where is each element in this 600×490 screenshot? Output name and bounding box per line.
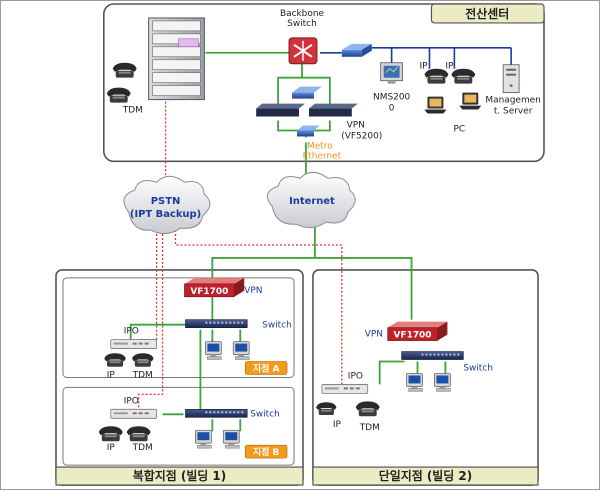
branch-b-badge xyxy=(244,444,288,459)
switch-label: Switch xyxy=(463,363,493,373)
switch-icon xyxy=(184,408,248,418)
internet-cloud: Internet xyxy=(266,171,356,229)
vpn-model-label: (VF5200) xyxy=(341,131,382,141)
branch-a-badge-text: 지점 A xyxy=(253,362,280,374)
management-server-icon xyxy=(502,64,520,94)
management-server-label: t. Server xyxy=(494,107,533,117)
nms-monitor-icon xyxy=(380,62,403,84)
vpn-device-label: VF1700 xyxy=(394,331,432,341)
pc-icon xyxy=(222,429,240,449)
pstn-label: (IPT Backup) xyxy=(130,209,201,220)
ipo-icon xyxy=(110,408,158,419)
tdm-label: TDM xyxy=(132,443,153,453)
ip-label: IP xyxy=(333,420,342,430)
ip-phone-label: IP xyxy=(445,62,454,72)
vpn-device-label: VF1700 xyxy=(190,287,228,297)
switch-label: Switch xyxy=(262,321,292,331)
ipo-label: IPO xyxy=(124,327,139,337)
pc-icon xyxy=(232,341,250,361)
blue-links xyxy=(319,47,512,69)
pc-label: PC xyxy=(454,124,466,134)
vpn-device-icon xyxy=(387,321,448,341)
pstn-label: PSTN xyxy=(151,196,181,207)
single-branch-title: 단일지점 (빌딩 2) xyxy=(379,468,472,483)
ipo-label: IPO xyxy=(348,371,363,381)
single-branch-panel: 단일지점 (빌딩 2) xyxy=(312,269,539,486)
vpn-label: VPN xyxy=(244,286,262,296)
switch-icon xyxy=(184,319,248,329)
vpn-device-icon xyxy=(184,277,245,298)
ipo-label: IPO xyxy=(124,396,139,406)
backbone-switch-label: Backbone xyxy=(280,9,325,19)
data-center-panel: 전산센터 xyxy=(103,3,545,163)
backbone-switch-icon xyxy=(288,37,318,65)
tdm-label: TDM xyxy=(359,423,380,433)
switch-label: Switch xyxy=(250,409,280,419)
laptop-icon xyxy=(459,92,482,110)
nms-label: NMS200 xyxy=(373,93,410,103)
ip-label: IP xyxy=(107,370,116,380)
tdm-label: TDM xyxy=(122,106,143,116)
branch-b-badge-text: 지점 B xyxy=(253,446,280,458)
tdm-label: TDM xyxy=(132,370,153,380)
pstn-cloud: PSTN (IPT Backup) xyxy=(123,175,211,235)
metro-ethernet-label: Ethernet xyxy=(303,151,342,161)
ipo-icon xyxy=(110,339,158,350)
complex-branch-title: 복합지점 (빌딩 1) xyxy=(133,468,226,483)
backbone-switch-label: Switch xyxy=(287,19,317,29)
ip-phone-label: IP xyxy=(420,62,429,72)
pc-icon xyxy=(204,341,222,361)
pc-icon xyxy=(194,429,212,449)
switch-icon xyxy=(401,351,464,361)
pc-icon xyxy=(406,372,423,392)
nms-label: 0 xyxy=(389,104,395,114)
branch-a-badge xyxy=(244,361,288,375)
metro-ethernet-label: Metro xyxy=(307,141,333,151)
vpn-label: VPN xyxy=(347,120,365,130)
internet-label: Internet xyxy=(289,196,335,207)
laptop-icon xyxy=(424,96,447,114)
management-server-label: Managemen xyxy=(485,96,540,106)
access-switch-icon xyxy=(341,43,372,57)
data-center-title: 전산센터 xyxy=(465,6,509,21)
vpn-router-icon xyxy=(256,86,358,137)
ip-label: IP xyxy=(107,443,116,453)
ipo-icon xyxy=(321,383,369,394)
tdm-rack-icon xyxy=(148,17,205,101)
vpn-label: VPN xyxy=(365,330,383,340)
pc-icon xyxy=(433,372,451,392)
